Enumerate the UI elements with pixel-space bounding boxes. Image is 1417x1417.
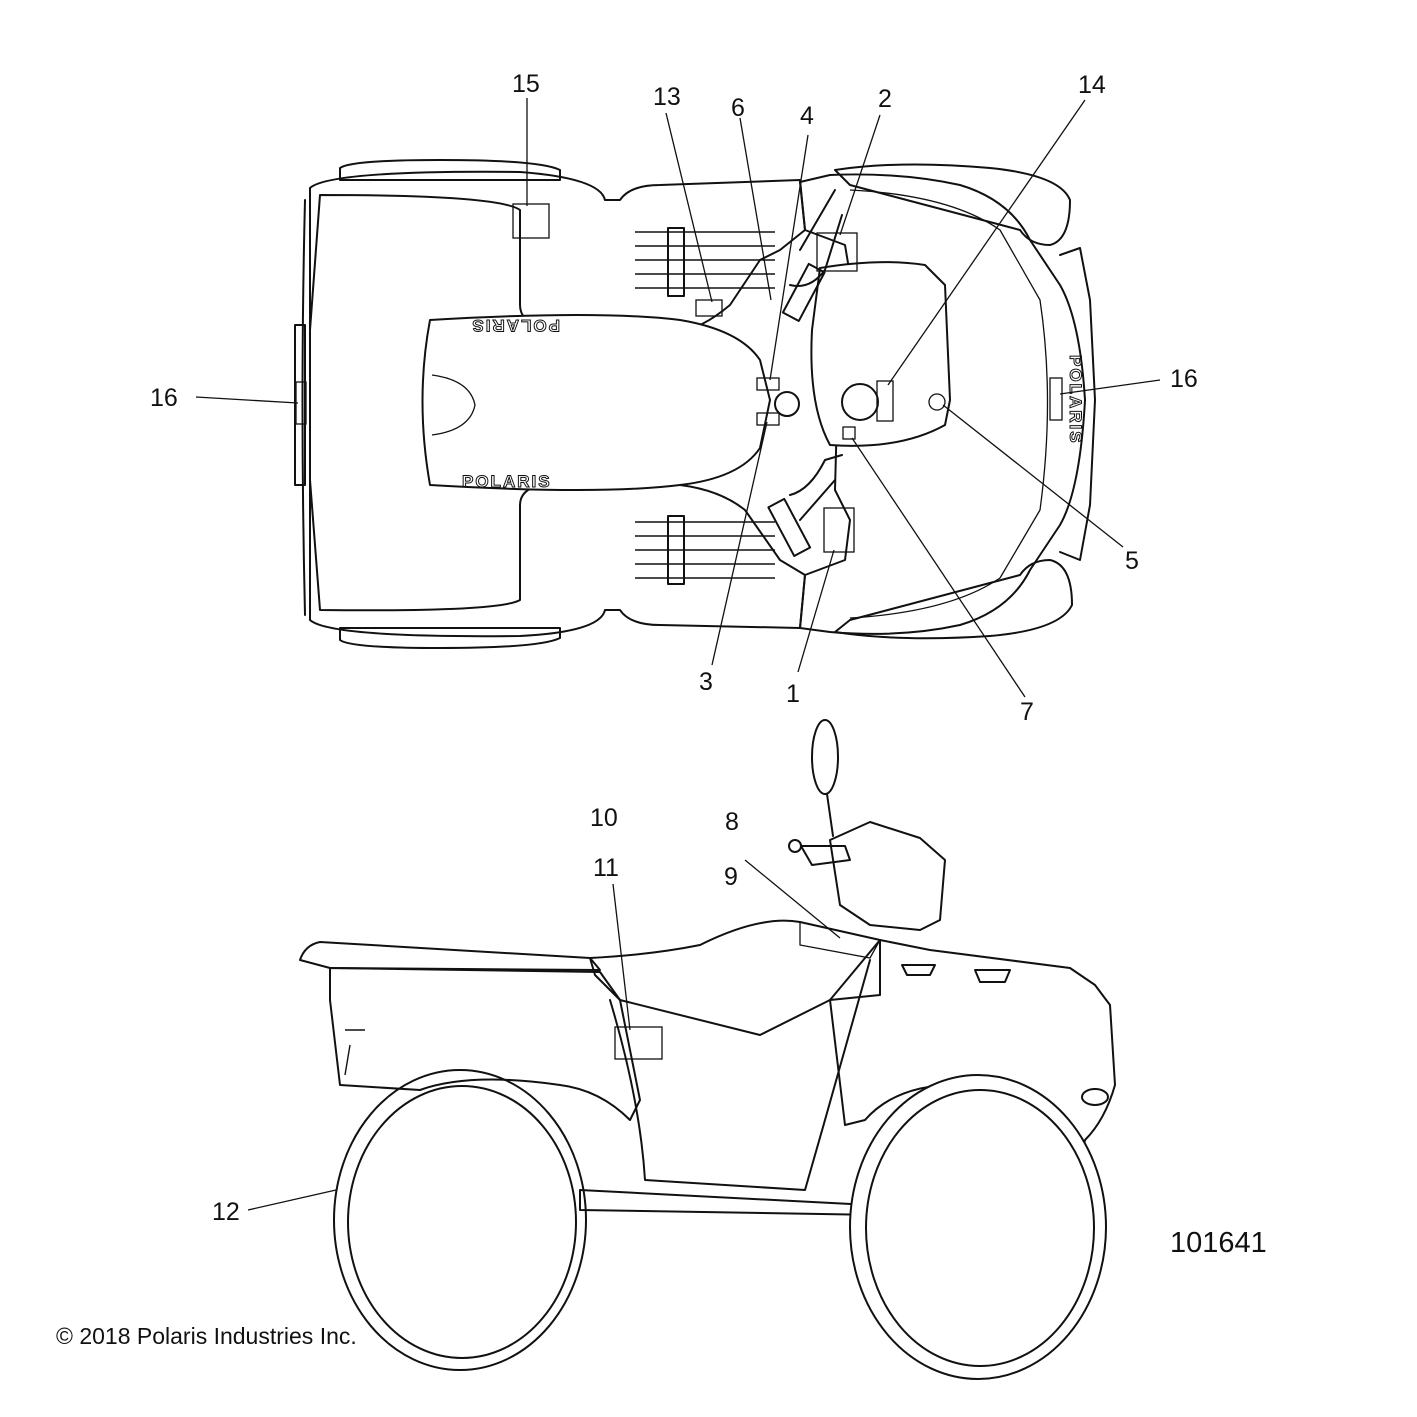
decal-9 [799, 921, 881, 959]
callout-7: 7 [1020, 698, 1034, 726]
frame-side [609, 959, 871, 1191]
front-wheel-inner [865, 1089, 1095, 1367]
front-fender-inner [849, 189, 1049, 619]
front-tire-bottom [834, 559, 1073, 640]
decal-1 [823, 507, 855, 553]
decal-16-front [1049, 377, 1063, 421]
decal-2 [816, 232, 858, 272]
rear-wheel-inner [347, 1085, 577, 1359]
rear-rack-edge [301, 199, 306, 616]
footrest-bottom [635, 515, 775, 585]
decal-14 [876, 380, 894, 422]
decal-4 [756, 377, 780, 391]
decal-13 [695, 299, 723, 317]
callout-10: 10 [590, 804, 618, 832]
seat [421, 314, 771, 491]
decal-7 [842, 426, 856, 440]
atv-top-view: POLARIS POLARIS POLARIS [294, 159, 1096, 649]
copyright-notice: © 2018 Polaris Industries Inc. [56, 1323, 357, 1349]
callout-2: 2 [878, 85, 892, 113]
callout-12: 12 [212, 1198, 240, 1226]
brand-logo-front: POLARIS [1066, 355, 1085, 445]
front-rack [1059, 247, 1096, 561]
rear-fender-side [329, 967, 641, 1121]
ignition-cap [774, 391, 800, 417]
callout-16-rear: 16 [150, 384, 178, 412]
handlebar-bottom [789, 454, 843, 521]
callout-8: 8 [725, 808, 739, 836]
seat-hump [431, 374, 476, 436]
grip-bottom [767, 497, 812, 557]
callout-13: 13 [653, 83, 681, 111]
fuel-cap [841, 383, 879, 421]
footrest-top [635, 227, 775, 297]
callout-11: 11 [593, 854, 619, 882]
decal-3 [756, 412, 780, 426]
callout-5: 5 [1125, 547, 1139, 575]
leader-lines-side [247, 859, 841, 1211]
handguard [829, 821, 946, 931]
callout-16-front: 16 [1170, 365, 1198, 393]
front-console [810, 261, 951, 447]
atv-side-view [299, 719, 1116, 1380]
front-wheel-outer [849, 1074, 1107, 1380]
brand-logo-bottom: POLARIS [462, 472, 552, 491]
callout-1: 1 [786, 680, 800, 708]
decal-15 [512, 203, 550, 239]
callout-labels: 15 13 6 4 2 14 16 16 5 3 1 7 10 8 11 9 1… [150, 70, 1198, 1226]
decal-5-circle [928, 393, 946, 411]
handlebar-top [789, 189, 843, 287]
front-tire-top [834, 163, 1071, 246]
decal-11 [614, 1026, 663, 1060]
rear-tire-top [339, 159, 561, 181]
rear-fender [309, 170, 806, 638]
rear-tire-bottom [339, 627, 561, 649]
callout-4: 4 [800, 102, 814, 130]
callout-14: 14 [1078, 71, 1106, 99]
brand-logo-top: POLARIS [470, 316, 560, 335]
callout-6: 6 [731, 94, 745, 122]
rear-rack-side [299, 941, 601, 971]
seat-side [589, 919, 881, 1036]
figure-number: 101641 [1170, 1227, 1267, 1259]
front-fender [799, 173, 1086, 635]
mirror [811, 719, 839, 795]
rear-wheel-outer [333, 1069, 587, 1371]
rear-rack-inner [294, 324, 306, 486]
headlight [1081, 1088, 1109, 1106]
callout-15: 15 [512, 70, 540, 98]
skid-plate [579, 1189, 881, 1216]
callout-3: 3 [699, 668, 713, 696]
callout-9: 9 [724, 863, 738, 891]
leader-lines-top [195, 98, 1161, 698]
